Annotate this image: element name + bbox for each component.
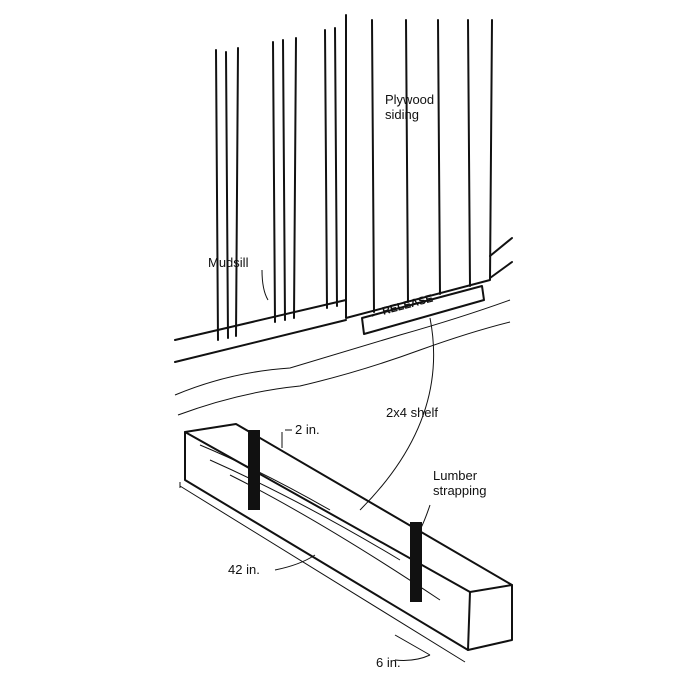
plywood-label-line1: Plywood — [385, 92, 435, 107]
lumber-label-line2: strapping — [433, 483, 487, 498]
plywood-siding — [345, 14, 493, 319]
two-inch-label: 2 in. — [295, 422, 320, 437]
shelf-label: 2x4 shelf — [386, 405, 439, 420]
forty-two-inch-label: 42 in. — [228, 562, 260, 577]
dimension-lines — [179, 269, 466, 663]
mudsill-label: Mudsill — [208, 255, 249, 270]
wall-studs — [215, 25, 347, 341]
lumber-label-line1: Lumber — [433, 468, 478, 483]
two-by-four-shelf — [184, 423, 513, 651]
plywood-siding-label: Plywood siding — [385, 92, 434, 122]
six-inch-label: 6 in. — [376, 655, 401, 670]
plywood-label-line2: siding — [385, 107, 419, 122]
lumber-strapping-label: Lumber strapping — [433, 468, 486, 498]
mudsill-and-ground — [174, 237, 513, 416]
release-strip — [361, 285, 485, 335]
